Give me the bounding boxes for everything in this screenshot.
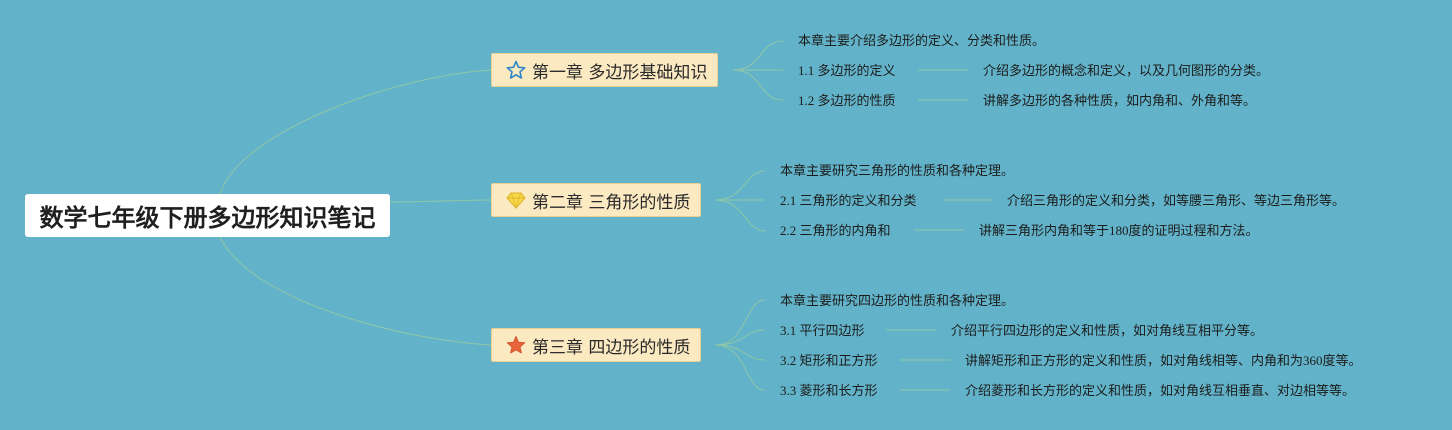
chapter-1-section-2-line <box>732 69 784 101</box>
root-topic[interactable]: 数学七年级下册多边形知识笔记 <box>25 194 390 237</box>
chapter-3-section-3-line <box>714 344 766 391</box>
section-2-1-title[interactable]: 2.1 三角形的定义和分类 <box>780 193 917 208</box>
section-3-3-detail[interactable]: 介绍菱形和长方形的定义和性质，如对角线互相垂直、对边相等等。 <box>965 383 1356 398</box>
chapter-1-topic[interactable]: 第一章 多边形基础知识 <box>491 53 719 87</box>
chapter-3-section-1-line <box>714 329 766 346</box>
section-1-1-detail[interactable]: 介绍多边形的概念和定义，以及几何图形的分类。 <box>983 63 1270 78</box>
gem-icon <box>506 190 526 210</box>
section-3-1-detail[interactable]: 介绍平行四边形的定义和性质，如对角线互相平分等。 <box>951 323 1264 338</box>
chapter-3-summary-line <box>714 299 766 346</box>
chapter-2-section-2-line <box>714 199 766 232</box>
section-3-2-title[interactable]: 3.2 矩形和正方形 <box>780 353 878 368</box>
section-2-2-title[interactable]: 2.2 三角形的内角和 <box>780 223 891 238</box>
chapter-2-topic[interactable]: 第二章 三角形的性质 <box>491 183 702 217</box>
section-3-3-title[interactable]: 3.3 菱形和长方形 <box>780 383 878 398</box>
section-3-2-detail[interactable]: 讲解矩形和正方形的定义和性质，如对角线相等、内角和为360度等。 <box>965 353 1362 368</box>
section-1-2-title[interactable]: 1.2 多边形的性质 <box>798 93 896 108</box>
chapter-2-summary-line <box>714 170 766 201</box>
root-to-chapter-2-line <box>389 199 492 203</box>
chapter-3-summary[interactable]: 本章主要研究四边形的性质和各种定理。 <box>780 293 1015 308</box>
chapter-2-summary[interactable]: 本章主要研究三角形的性质和各种定理。 <box>780 163 1015 178</box>
root-to-chapter-1-line <box>219 69 492 195</box>
section-3-1-title[interactable]: 3.1 平行四边形 <box>780 323 865 338</box>
section-1-1-title[interactable]: 1.1 多边形的定义 <box>798 63 896 78</box>
chapter-3-title: 第三章 四边形的性质 <box>532 337 691 358</box>
chapter-3-topic[interactable]: 第三章 四边形的性质 <box>491 328 702 362</box>
root-to-chapter-3-line <box>219 236 492 346</box>
section-2-2-detail[interactable]: 讲解三角形内角和等于180度的证明过程和方法。 <box>979 223 1259 238</box>
star-solid-icon <box>506 335 526 355</box>
star-outline-icon <box>506 60 526 80</box>
chapter-2-title: 第二章 三角形的性质 <box>532 192 691 213</box>
chapter-1-title: 第一章 多边形基础知识 <box>532 62 708 83</box>
section-1-2-detail[interactable]: 讲解多边形的各种性质，如内角和、外角和等。 <box>983 93 1257 108</box>
chapter-1-summary[interactable]: 本章主要介绍多边形的定义、分类和性质。 <box>798 33 1046 48</box>
chapter-1-summary-line <box>732 40 784 71</box>
section-2-1-detail[interactable]: 介绍三角形的定义和分类，如等腰三角形、等边三角形等。 <box>1007 193 1346 208</box>
chapter-3-section-2-line <box>714 344 766 361</box>
